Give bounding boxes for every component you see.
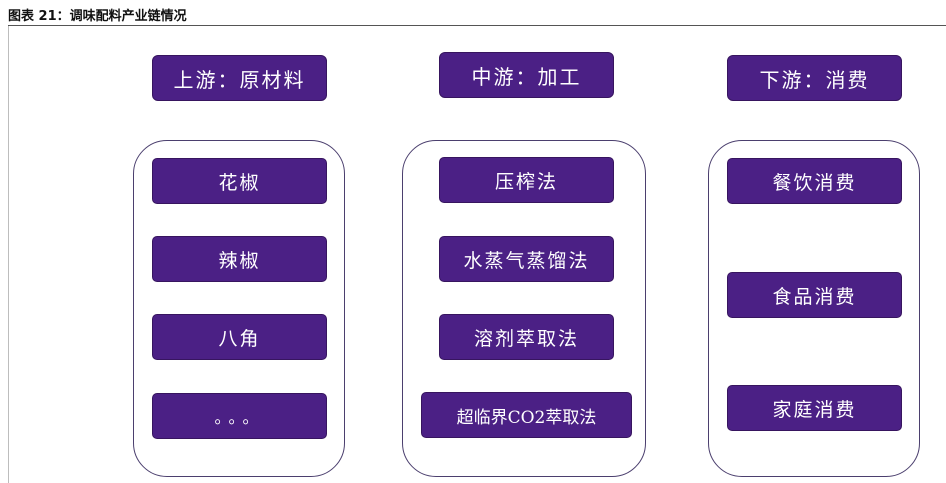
figure-title: 图表 21：调味配料产业链情况: [8, 9, 187, 24]
upstream-frame: [133, 140, 345, 477]
midstream-item-steam-distillation: 水蒸气蒸馏法: [439, 236, 614, 282]
midstream-item-pressing: 压榨法: [439, 157, 614, 203]
title-divider: [8, 25, 946, 26]
left-border-line: [8, 26, 9, 483]
upstream-item-ellipsis: 。。。: [152, 393, 327, 439]
midstream-header: 中游：加工: [439, 52, 614, 98]
downstream-item-catering: 餐饮消费: [727, 158, 902, 204]
midstream-frame: [402, 140, 646, 477]
upstream-item-lajiao: 辣椒: [152, 236, 327, 282]
midstream-item-supercritical-co2: 超临界CO2萃取法: [421, 392, 632, 438]
downstream-item-food: 食品消费: [727, 272, 902, 318]
downstream-header: 下游：消费: [727, 55, 902, 101]
upstream-item-bajiao: 八角: [152, 314, 327, 360]
downstream-frame: [708, 140, 920, 477]
upstream-header: 上游：原材料: [152, 55, 327, 101]
midstream-item-solvent-extraction: 溶剂萃取法: [439, 314, 614, 360]
upstream-item-huajiao: 花椒: [152, 158, 327, 204]
downstream-item-household: 家庭消费: [727, 385, 902, 431]
